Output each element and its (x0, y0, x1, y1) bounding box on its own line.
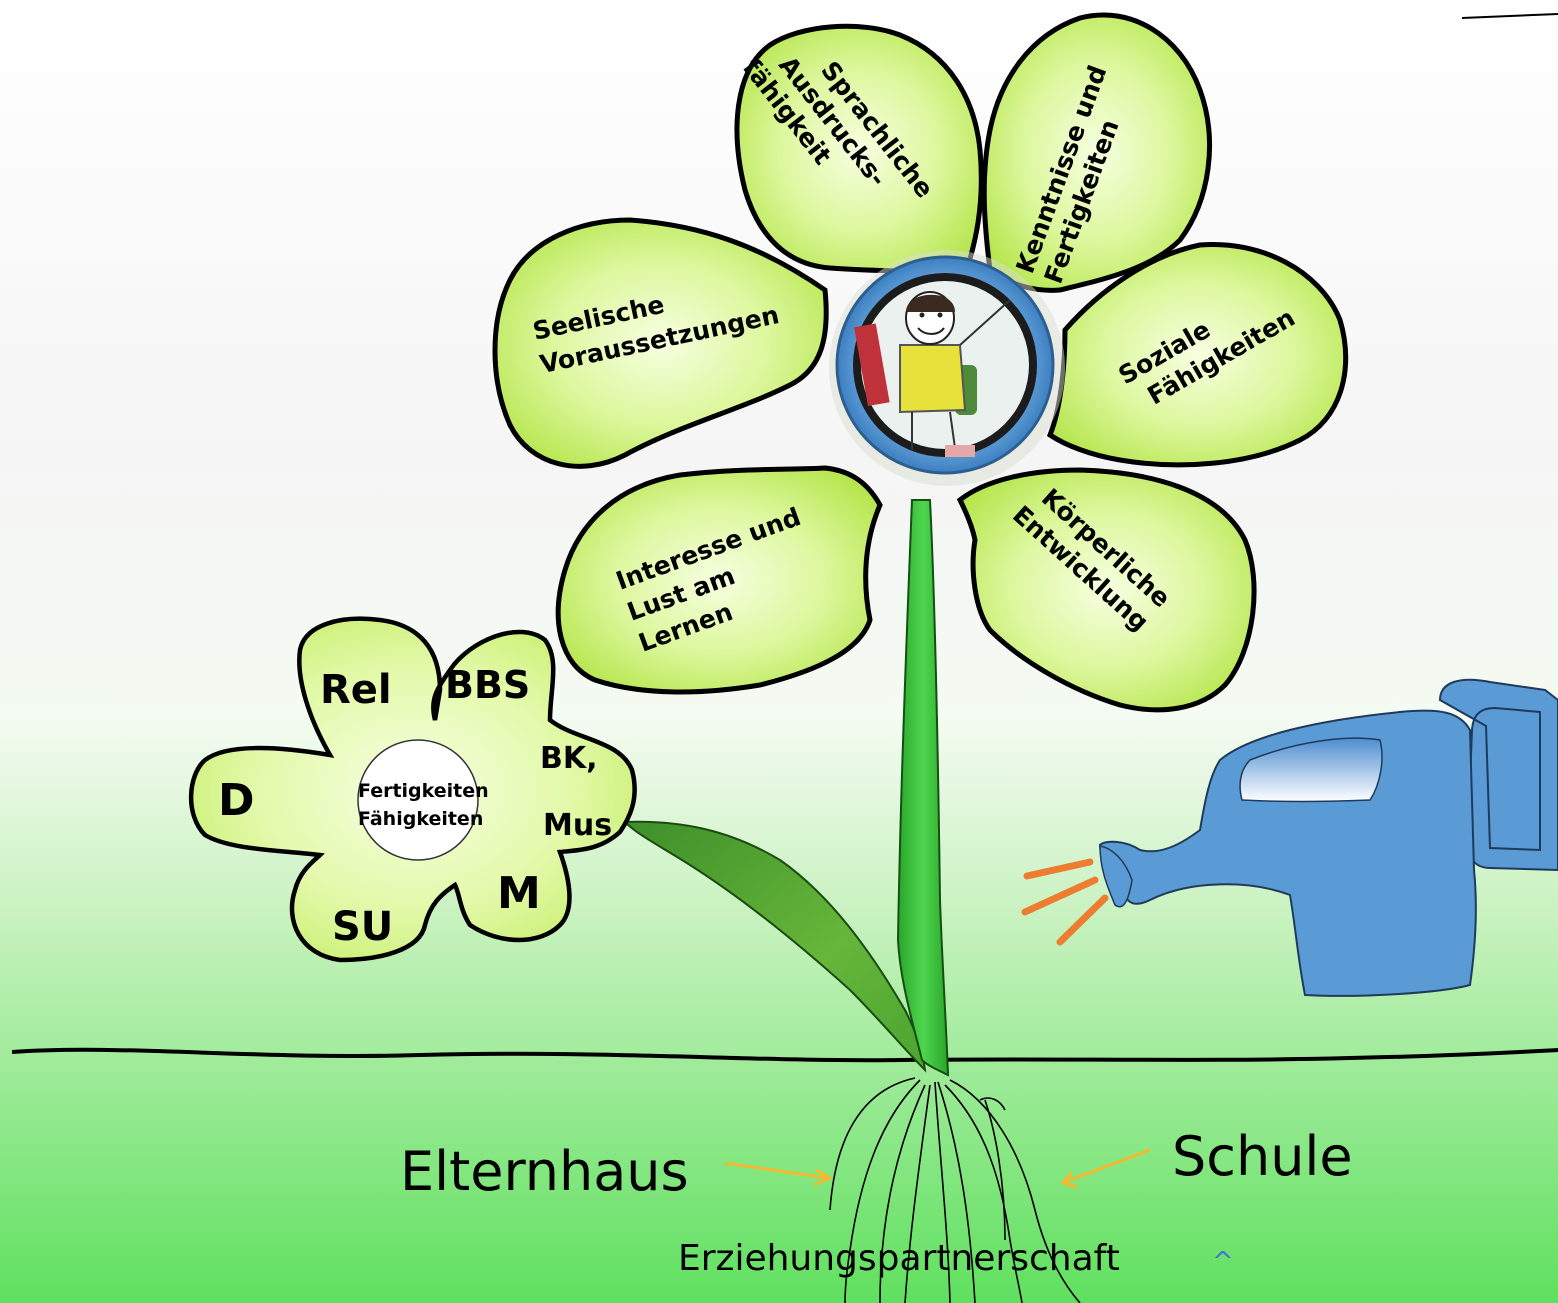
water-drop-2 (1021, 876, 1099, 916)
leaf (622, 820, 927, 1073)
flower (492, 12, 1349, 713)
petal-koerperliche (956, 467, 1257, 713)
petal-soziale (1046, 241, 1349, 468)
petal-interesse (555, 465, 883, 695)
label-m: M (497, 868, 541, 919)
label-erziehungspartnerschaft: Erziehungspartnerschaft (678, 1238, 1120, 1279)
caret-icon: ^ (1212, 1247, 1234, 1277)
label-su: SU (332, 904, 393, 950)
arrow-elternhaus (724, 1161, 834, 1187)
subject-flower (188, 616, 637, 963)
watering-can (1021, 678, 1558, 997)
water-drop-3 (1056, 894, 1109, 946)
subject-center-line-2: Fähigkeiten (358, 808, 483, 830)
petal-seelische (492, 217, 829, 469)
stem (896, 499, 950, 1077)
label-schule: Schule (1172, 1125, 1353, 1188)
arrow-schule (1060, 1148, 1151, 1189)
label-bbs: BBS (445, 663, 530, 707)
label-bk: BK, (540, 741, 598, 776)
ground-line (11, 1047, 1558, 1063)
label-d: D (218, 775, 255, 826)
child-drawing-icon (854, 291, 1011, 457)
water-drop-1 (1023, 858, 1094, 880)
label-rel: Rel (320, 667, 392, 713)
roots (829, 1077, 1081, 1303)
top-right-line (1461, 13, 1558, 19)
label-mus: Mus (543, 808, 612, 843)
subject-labels: Rel BBS BK, Mus D SU M Fertigkeiten Fähi… (218, 663, 612, 950)
subject-center-line-1: Fertigkeiten (358, 780, 489, 802)
petal-kenntnisse (981, 12, 1212, 293)
label-elternhaus: Elternhaus (400, 1140, 689, 1203)
subject-center (357, 739, 479, 861)
